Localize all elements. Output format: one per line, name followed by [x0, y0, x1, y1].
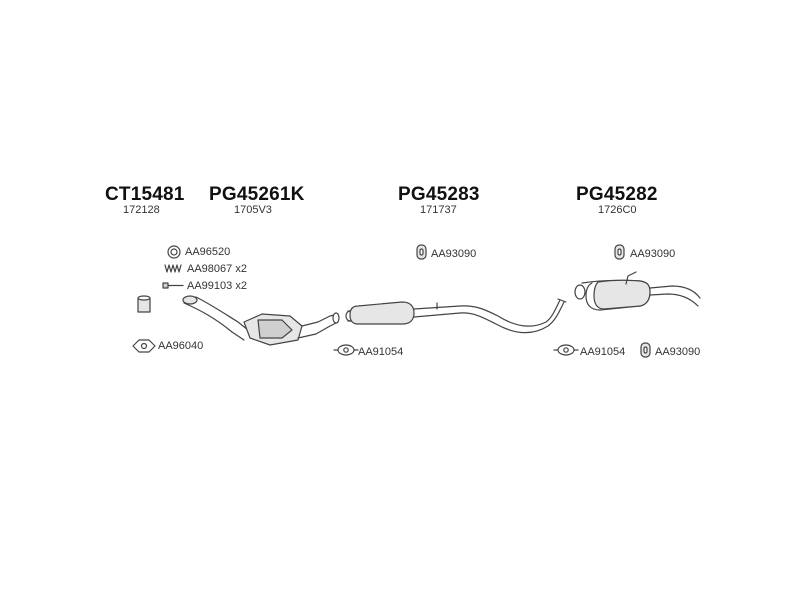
label-clamp-rear: AA91054 — [580, 346, 626, 358]
clamp-icon-rear — [553, 344, 579, 356]
part-no-pg45261k: PG45261K — [209, 184, 305, 205]
sleeve-icon — [137, 295, 151, 313]
rear-muffler — [574, 271, 701, 311]
intermediate-section — [345, 298, 567, 334]
label-spring: AA98067 x2 — [187, 263, 247, 275]
catalytic-converter — [243, 312, 340, 346]
front-pipe — [182, 295, 249, 341]
rubber-mount-icon — [416, 244, 427, 260]
oem-no-172128: 172128 — [123, 204, 160, 216]
label-mount-rear-bottom: AA93090 — [655, 346, 701, 358]
part-no-pg45283: PG45283 — [398, 184, 480, 205]
part-no-pg45282: PG45282 — [576, 184, 658, 205]
label-mount-centre: AA93090 — [431, 248, 477, 260]
bolt-icon — [162, 282, 184, 289]
part-no-ct15481: CT15481 — [105, 184, 185, 205]
spring-icon — [164, 264, 182, 273]
gasket-ring-icon — [167, 245, 181, 259]
flange-gasket-icon — [132, 339, 156, 353]
label-mount-rear-top: AA93090 — [630, 248, 676, 260]
oem-no-171737: 171737 — [420, 204, 457, 216]
label-clamp-centre: AA91054 — [358, 346, 404, 358]
label-flange-gasket: AA96040 — [158, 340, 204, 352]
clamp-icon — [333, 344, 359, 356]
oem-no-1705v3: 1705V3 — [234, 204, 272, 216]
label-bolt: AA99103 x2 — [187, 280, 247, 292]
label-gasket-ring: AA96520 — [185, 246, 231, 258]
rubber-mount-icon-rear-bottom — [640, 342, 651, 358]
oem-no-1726c0: 1726C0 — [598, 204, 637, 216]
rubber-mount-icon-rear-top — [614, 244, 625, 260]
